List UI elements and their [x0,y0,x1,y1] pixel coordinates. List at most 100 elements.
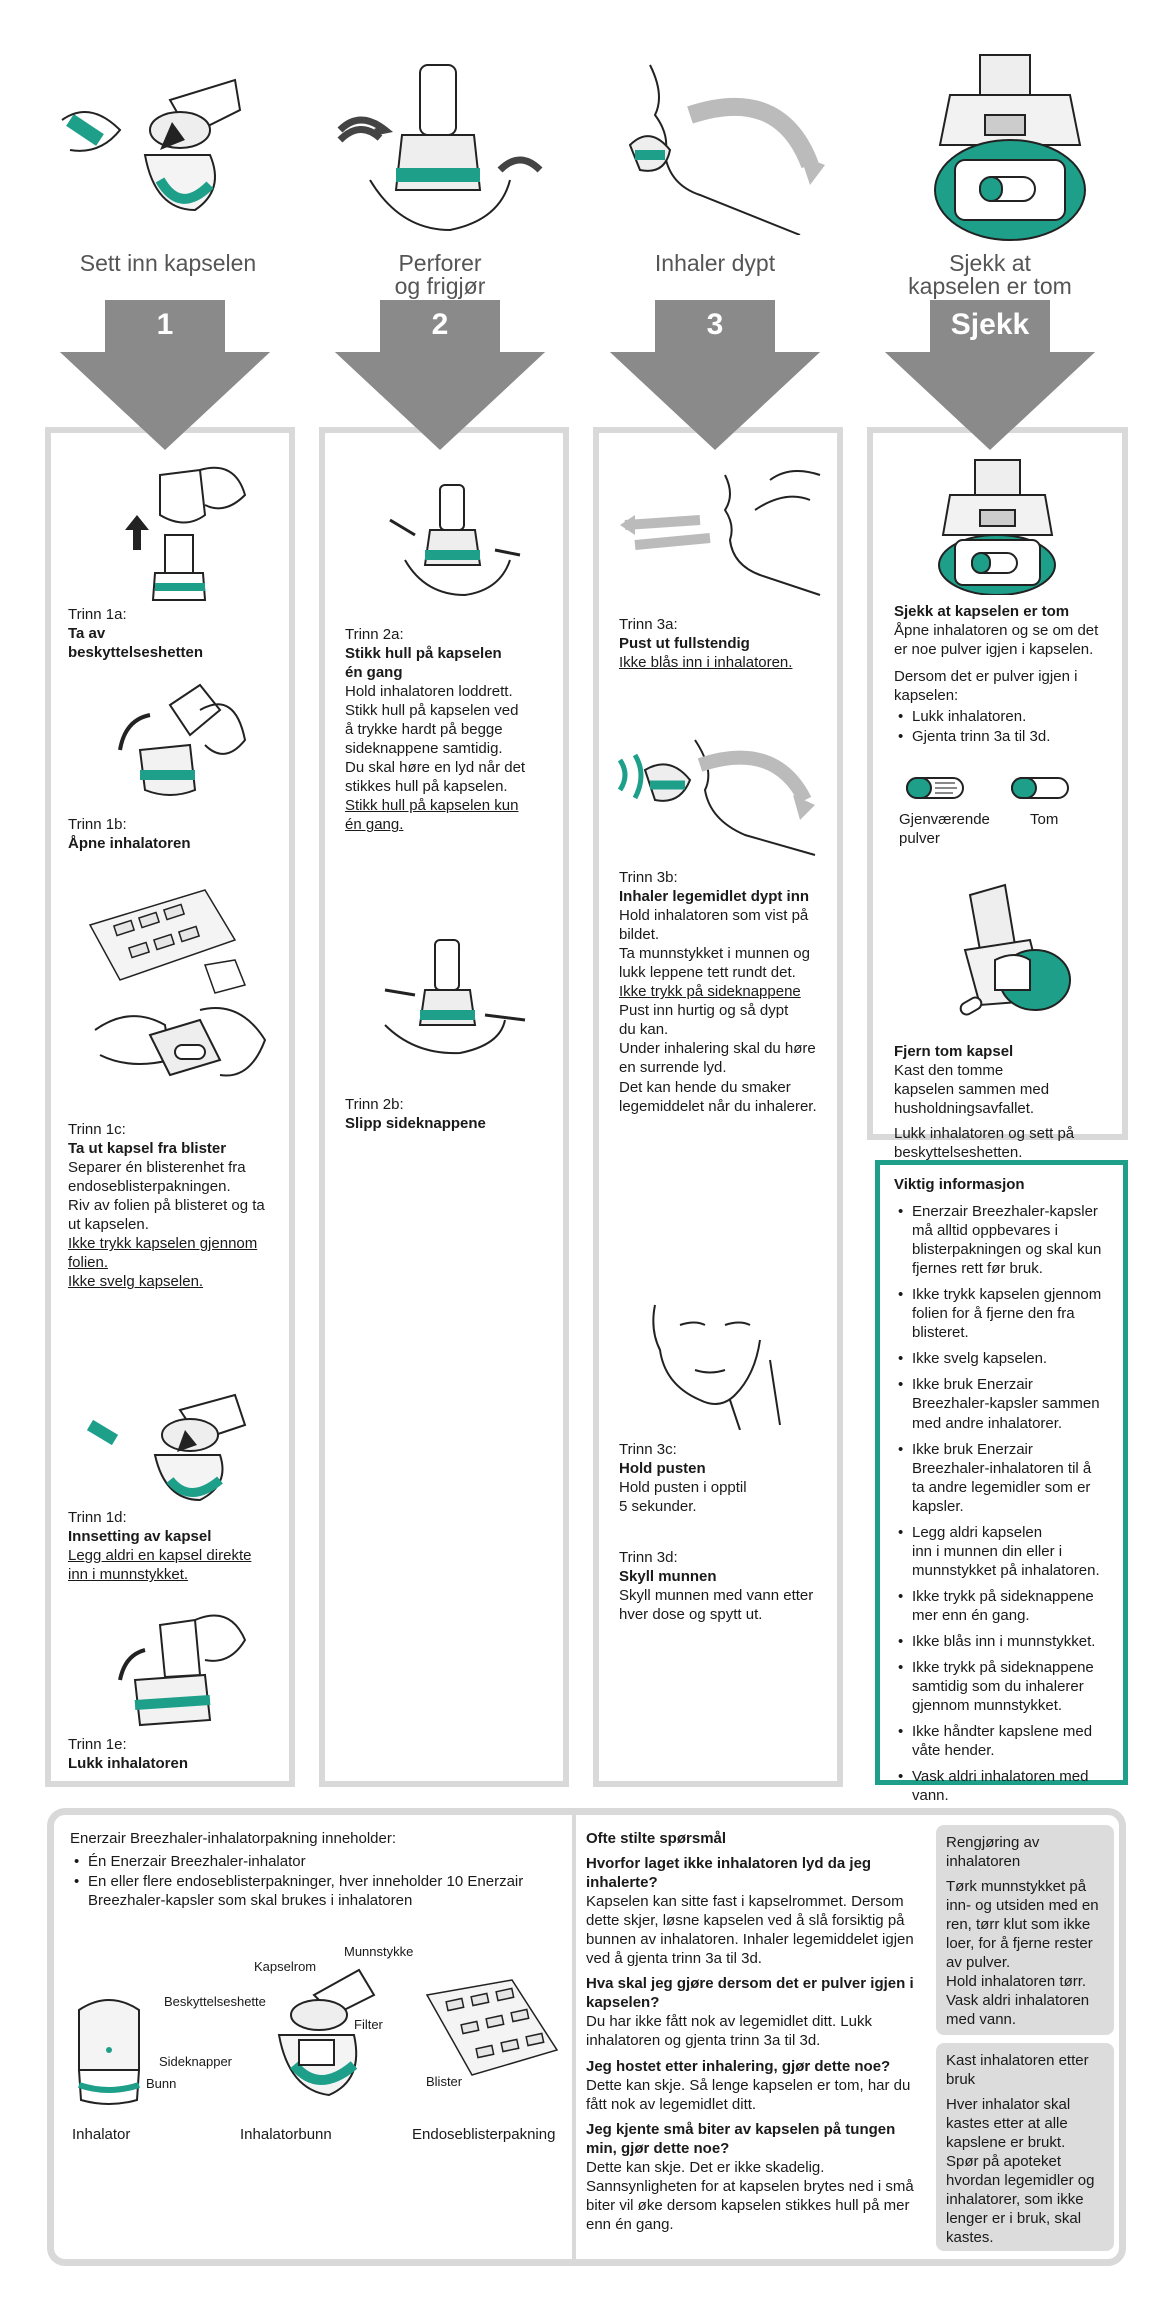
cleaning-title: Rengjøring av inhalatoren [946,1834,1040,1871]
step-1d-label: Trinn 1d: [68,1509,127,1526]
step-3d-label: Trinn 3d: [619,1549,678,1566]
inhaler-base-illustration [277,1968,376,2097]
perforate-illustration [337,64,543,232]
capsule-remaining-label: Gjenværende pulver [899,811,990,848]
open-inhaler-illustration [118,683,247,796]
step-3-title: Inhaler dypt [654,250,776,276]
check-title: Sjekk at kapselen er tom [894,603,1070,620]
insert-capsule-small-illustration [86,1393,247,1502]
important-info-item: Vask aldri inhalatoren med vann. [894,1767,1113,1805]
step-3d-body: Skyll munnen med vann etter hver dose og… [619,1587,814,1624]
important-info-item: Ikke trykk på sideknappene samtidig som … [894,1658,1113,1715]
step-2a-title: Stikk hull på kapselen én gang [345,645,502,682]
step-1-title: Sett inn kapselen [79,250,257,276]
step-1d-warning: Legg aldri en kapsel direkte inn i munns… [68,1547,252,1584]
step-2-panel [319,427,569,1787]
faq-title: Ofte stilte spørsmål [586,1830,727,1847]
release-buttons-illustration [384,939,526,1055]
pack-title: Enerzair Breezhaler-inhalatorpakning inn… [70,1830,397,1847]
step-3b-body: Hold inhalatoren som vist på bildet. Ta … [619,907,810,982]
step-1a-label: Trinn 1a: [68,606,127,623]
take-out-capsule-illustration [94,1007,267,1077]
step-3-panel [593,427,843,1787]
cleaning-box: Rengjøring av inhalatoren Tørk munnstykk… [936,1825,1114,2035]
step-1e-title: Lukk inhalatoren [68,1755,189,1773]
remove-body-2: Lukk inhalatoren og sett på beskyttelses… [894,1125,1075,1162]
important-info-item: Ikke svelg kapselen. [894,1349,1113,1368]
step-3c-label: Trinn 3c: [619,1441,677,1458]
remove-title: Fjern tom kapsel [894,1043,1014,1060]
step-1b-label: Trinn 1b: [68,816,127,833]
faq-answer: Dette kan skje. Det er ikke skadelig. Sa… [586,2158,914,2233]
faq-answer: Kapselen kan sitte fast i kapselrommet. … [586,1893,914,1968]
step-4-number: Sjekk [950,308,1030,341]
arrow-tips [60,352,1095,450]
disposal-box: Kast inhalatoren etter bruk Hver inhalat… [936,2043,1114,2251]
hold-breath-illustration [652,1304,781,1430]
step-3d-title: Skyll munnen [619,1568,717,1586]
check-capsule-illustration [934,54,1086,241]
important-info-item: Ikke trykk kapselen gjennom folien for å… [894,1285,1113,1342]
label-protective-cap: Beskyttelseshette [164,1994,266,2009]
blister-illustration [88,889,247,994]
remove-cap-illustration [125,466,247,601]
caption-blister-pack: Endoseblisterpakning [412,2126,556,2143]
important-info-item: Legg aldri kapselen inn i munnen din ell… [894,1523,1113,1580]
capsule-remaining-icon [906,777,964,799]
important-info-list: Enerzair Breezhaler-kapsler må alltid op… [894,1202,1113,1805]
faq-question: Jeg hostet etter inhalering, gjør dette … [586,2057,891,2075]
caption-inhaler-base: Inhalatorbunn [240,2126,332,2143]
important-info-item: Ikke trykk på sideknappene mer enn én ga… [894,1587,1113,1625]
perforate-small-illustration [389,484,521,597]
inhale-illustration [628,64,825,235]
remove-capsule-illustration [959,883,1071,1016]
faq-question: Jeg kjente små biter av kapselen på tung… [586,2120,896,2157]
important-info-item: Enerzair Breezhaler-kapsler må alltid op… [894,1202,1113,1278]
step-1a-title: Ta av beskyttelseshetten [68,625,204,662]
label-mouthpiece: Munnstykke [344,1944,414,1959]
step-3b-body-2: Pust inn hurtig og så dypt du kan. Under… [619,1002,817,1115]
label-filter: Filter [354,2017,383,2032]
disposal-body: Hver inhalator skal kastes etter at alle… [946,2096,1095,2247]
step-1c-label: Trinn 1c: [68,1121,126,1138]
bottom-info-box: Enerzair Breezhaler-inhalatorpakning inn… [47,1808,1126,2266]
step-1-number: 1 [156,308,174,341]
step-1c-body: Separer én blisterenhet fra endosebliste… [68,1159,265,1234]
step-3b-title: Inhaler legemidlet dypt inn [619,888,810,906]
bottom-divider [572,1815,576,2259]
disposal-title: Kast inhalatoren etter bruk [946,2052,1089,2089]
step-1c-warning-swallow: Ikke svelg kapselen. [68,1273,204,1291]
step-1-panel [45,427,295,1787]
step-3b-label: Trinn 3b: [619,869,678,886]
important-info-item: Ikke håndter kapslene med våte hender. [894,1722,1113,1760]
step-4-title: Sjekk at kapselen er tom [908,250,1072,299]
step-3c-body: Hold pusten i opptil 5 sekunder. [619,1479,747,1516]
pack-item: En eller flere endoseblisterpakninger, h… [70,1872,565,1910]
step-3a-title: Pust ut fullstendig [619,635,750,653]
step-2-title: Perforer og frigjør [394,250,486,299]
step-1e-label: Trinn 1e: [68,1736,127,1753]
step-3c-title: Hold pusten [619,1460,706,1478]
step-3a-label: Trinn 3a: [619,616,678,633]
step-3a-warning: Ikke blås inn i inhalatoren. [619,654,793,672]
step-2a-warning: Stikk hull på kapselen kun én gang. [345,797,519,834]
faq-answer: Dette kan skje. Så lenge kapselen er tom… [586,2076,911,2113]
cleaning-body: Tørk munnstykket på inn- og utsiden med … [946,1878,1099,2029]
faq-question: Hvorfor laget ikke inhalatoren lyd da je… [586,1855,872,1892]
step-2b-title: Slipp sideknappene [345,1115,486,1133]
check-item: Lukk inhalatoren. [894,707,1122,726]
faq-answer: Du har ikke fått nok av legemidlet ditt.… [586,2013,872,2050]
label-capsule-chamber: Kapselrom [254,1959,317,1974]
important-info-item: Ikke bruk Enerzair Breezhaler-inhalatore… [894,1440,1113,1516]
inhale-small-illustration [617,739,816,856]
faq-question: Hva skal jeg gjøre dersom det er pulver … [586,1975,914,2012]
insert-capsule-illustration [61,78,242,212]
check-body-2: Dersom det er pulver igjen i kapselen: [894,668,1078,705]
blister-pack-illustration [425,1979,559,2076]
remove-body: Kast den tomme kapselen sammen med husho… [894,1062,1050,1118]
close-inhaler-illustration [118,1614,247,1727]
step-3-number: 3 [706,308,724,341]
step-1d-title: Innsetting av kapsel [68,1528,212,1546]
capsule-empty-label: Tom [1030,811,1059,828]
check-capsule-small-illustration [938,459,1056,595]
